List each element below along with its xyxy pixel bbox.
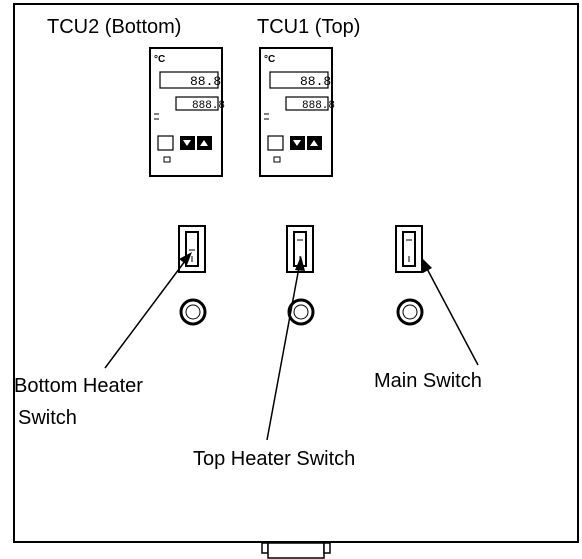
tcu1-sv: 888.8 <box>302 100 335 112</box>
tcu2-controller: °C 88.8 888.8 <box>149 47 225 177</box>
tcu2-unit: °C <box>154 54 165 65</box>
tcu2-label: TCU2 (Bottom) <box>47 16 182 38</box>
bottom-heater-switch <box>178 225 206 273</box>
tcu1-pv: 88.8 <box>300 74 331 89</box>
tcu2-sv: 888.8 <box>192 100 225 112</box>
tcu1-controller: °C 88.8 888.8 <box>259 47 335 177</box>
bottom-heater-label-line2: Switch <box>18 407 77 429</box>
top-heater-arrow <box>266 256 305 441</box>
main-switch-lamp <box>396 298 424 326</box>
tcu1-unit: °C <box>264 54 275 65</box>
main-switch-arrow <box>421 257 479 366</box>
tcu1-label: TCU1 (Top) <box>257 16 361 38</box>
main-switch <box>395 225 423 273</box>
bottom-heater-label-line1: Bottom Heater <box>14 375 143 397</box>
bottom-heater-lamp <box>179 298 207 326</box>
tcu2-pv: 88.8 <box>190 74 221 89</box>
main-switch-label: Main Switch <box>374 370 482 392</box>
top-heater-lamp <box>287 298 315 326</box>
top-heater-label: Top Heater Switch <box>193 448 356 470</box>
bottom-connector <box>261 542 331 559</box>
control-panel <box>13 3 579 543</box>
bottom-heater-arrow <box>104 252 192 369</box>
